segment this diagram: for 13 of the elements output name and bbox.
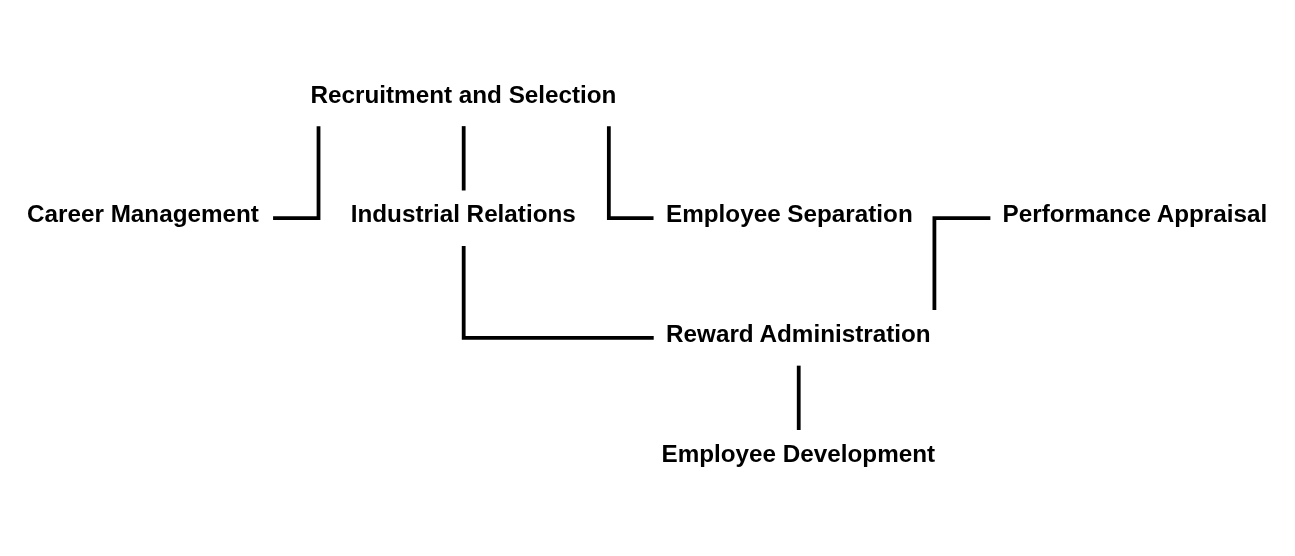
node-text: Recruitment and Selection [310, 80, 617, 108]
node-text: Career Management [27, 200, 259, 228]
connector [461, 245, 654, 340]
connector [796, 365, 801, 431]
node-text: Employee Development [661, 439, 936, 467]
node-text: Industrial Relations [350, 200, 576, 228]
connector [461, 126, 466, 191]
connector [932, 216, 991, 311]
connector [273, 126, 321, 220]
node-text: Reward Administration [666, 320, 931, 348]
node-text: Performance Appraisal [1002, 200, 1268, 228]
node-text: Employee Separation [666, 200, 913, 228]
connector [606, 126, 654, 220]
